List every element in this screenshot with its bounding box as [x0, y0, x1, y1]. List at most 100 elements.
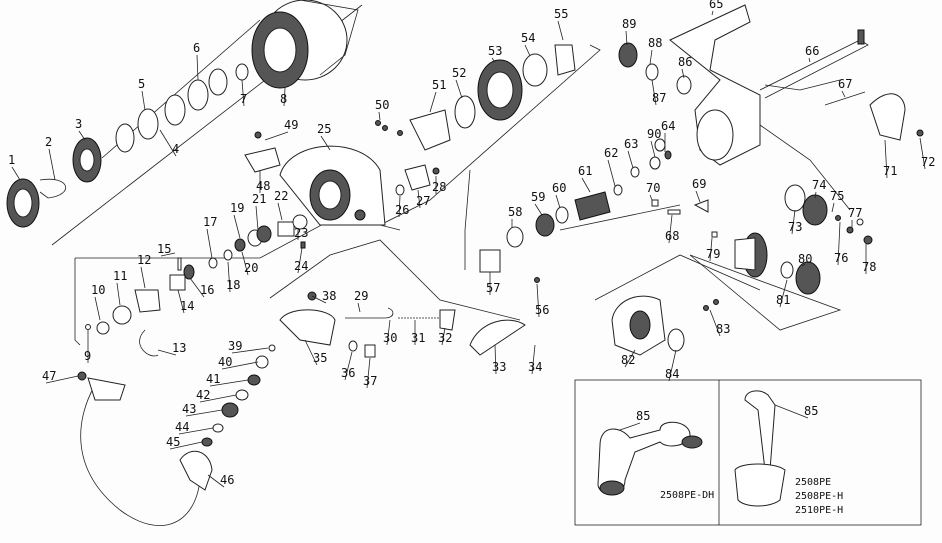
- part-label-41: 41: [206, 372, 220, 386]
- leader-line-13: [157, 349, 177, 356]
- part-label-22: 22: [274, 189, 288, 203]
- part-label-5: 5: [138, 77, 145, 91]
- leader-line-83: [709, 309, 721, 337]
- part-label-44: 44: [175, 420, 189, 434]
- part-label-34: 34: [528, 360, 542, 374]
- leader-line-69: [695, 190, 701, 203]
- part-label-90: 90: [647, 127, 661, 141]
- part-label-66: 66: [805, 44, 819, 58]
- leader-line-49: [264, 131, 289, 141]
- part-label-75: 75: [830, 189, 844, 203]
- part-label-65: 65: [709, 0, 723, 11]
- leader-line-8: [283, 87, 286, 107]
- leader-line-68: [668, 214, 673, 244]
- part-label-47: 47: [42, 369, 56, 383]
- part-label-42: 42: [196, 388, 210, 402]
- handle-options-box: [574, 379, 922, 526]
- leader-line-40: [221, 361, 259, 370]
- leader-line-29: [357, 302, 361, 313]
- leader-line-12: [140, 266, 146, 289]
- part-label-37: 37: [363, 374, 377, 388]
- part-clutch-group: [85, 289, 161, 357]
- part-label-85R: 85: [804, 404, 818, 418]
- leader-line-65: [711, 10, 714, 16]
- leader-line-44: [178, 427, 214, 435]
- leader-line-85R: [774, 404, 809, 419]
- leader-line-85L: [619, 422, 641, 431]
- part-label-49: 49: [284, 118, 298, 132]
- part-label-88: 88: [648, 36, 662, 50]
- leader-line-75: [831, 202, 835, 213]
- part-small-bail-parts: [395, 164, 440, 196]
- part-label-3: 3: [75, 117, 82, 131]
- part-label-15: 15: [157, 242, 171, 256]
- handle-double: [597, 421, 703, 496]
- part-label-25: 25: [317, 122, 331, 136]
- leader-line-25: [320, 135, 331, 151]
- part-label-53: 53: [488, 44, 502, 58]
- leader-line-67: [841, 90, 846, 98]
- leader-line-21: [255, 205, 259, 231]
- leader-line-4: [159, 129, 177, 157]
- leader-line-51: [429, 91, 437, 113]
- part-label-48: 48: [256, 179, 270, 193]
- part-label-20: 20: [244, 261, 258, 275]
- leader-line-42: [199, 394, 237, 403]
- leader-line-50: [378, 111, 381, 121]
- leader-line-55: [557, 20, 564, 41]
- part-label-40: 40: [218, 355, 232, 369]
- leader-line-54: [524, 44, 531, 57]
- part-label-18: 18: [226, 278, 240, 292]
- leader-line-36: [344, 351, 353, 381]
- part-label-83: 83: [716, 322, 730, 336]
- part-label-82: 82: [621, 353, 635, 367]
- leader-line-88: [649, 49, 653, 65]
- model-label-double-handle: 2508PE-DH: [660, 490, 714, 501]
- leader-line-89: [625, 30, 628, 46]
- part-label-78: 78: [862, 260, 876, 274]
- part-label-71: 71: [883, 164, 897, 178]
- part-label-80: 80: [798, 252, 812, 266]
- part-drag-ring: [72, 137, 102, 183]
- part-side-cover: [611, 295, 719, 356]
- leader-line-45: [169, 441, 203, 450]
- part-label-21: 21: [252, 192, 266, 206]
- leader-line-87: [651, 79, 657, 106]
- leader-line-43: [185, 409, 223, 417]
- leader-line-34: [531, 344, 536, 375]
- leader-line-53: [491, 57, 496, 63]
- leader-line-84: [668, 349, 677, 382]
- part-label-39: 39: [228, 339, 242, 353]
- part-label-57: 57: [486, 281, 500, 295]
- part-label-38: 38: [322, 289, 336, 303]
- leader-line-41: [209, 379, 249, 387]
- leader-line-26: [398, 195, 401, 218]
- leader-line-15: [160, 252, 176, 257]
- model-label-single-1: 2508PE: [795, 477, 831, 488]
- leader-line-73: [791, 209, 796, 235]
- leader-line-76: [837, 221, 841, 266]
- part-spool: [251, 0, 359, 89]
- leader-line-35: [304, 339, 318, 366]
- model-label-single-2: 2508PE-H: [795, 491, 843, 502]
- part-label-8: 8: [280, 92, 287, 106]
- part-body-frame: [669, 4, 869, 166]
- leader-line-30: [386, 319, 391, 346]
- leader-line-17: [206, 228, 213, 259]
- part-bail-trip: [345, 307, 456, 331]
- leader-line-62: [607, 159, 616, 187]
- leader-line-86: [681, 68, 685, 79]
- part-label-16: 16: [200, 283, 214, 297]
- leader-line-38: [311, 295, 327, 304]
- part-label-68: 68: [665, 229, 679, 243]
- leader-line-63: [627, 150, 634, 169]
- part-label-52: 52: [452, 66, 466, 80]
- part-label-58: 58: [508, 205, 522, 219]
- part-main-gear-side: [784, 184, 873, 245]
- leader-line-60: [555, 194, 561, 209]
- part-label-19: 19: [230, 201, 244, 215]
- part-label-12: 12: [137, 253, 151, 267]
- leader-line-16: [189, 277, 205, 298]
- leader-line-66: [808, 57, 811, 63]
